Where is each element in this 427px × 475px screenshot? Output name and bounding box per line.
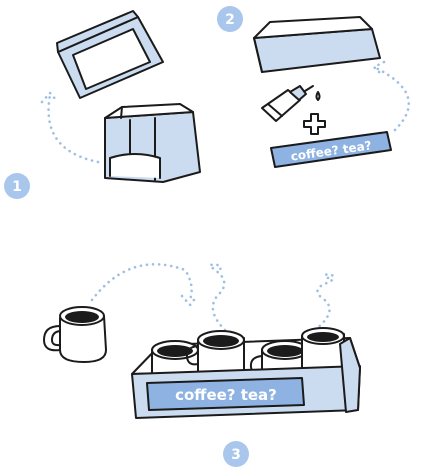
step-badge-1: 1 [4, 173, 30, 199]
step-badge-2: 2 [217, 6, 243, 32]
arrow-step-1 [42, 93, 98, 162]
tray-mug-4 [302, 328, 344, 370]
coffee-tray-box: coffee? tea? [132, 328, 360, 418]
small-label-card: coffee? tea? [271, 132, 391, 167]
plus-icon [304, 114, 325, 134]
steam-swirl-right [315, 274, 333, 330]
arrow-step-3 [92, 264, 197, 305]
svg-text:1: 1 [12, 179, 22, 195]
arrow-step-2 [374, 62, 409, 130]
tray-label: coffee? tea? [147, 378, 304, 410]
svg-text:2: 2 [225, 12, 235, 28]
coffee-mug-loose [44, 307, 106, 362]
cut-box-illustration [105, 104, 200, 182]
svg-text:coffee? tea?: coffee? tea? [175, 386, 277, 404]
shallow-tray-illustration [254, 17, 380, 72]
steam-swirl-left [210, 265, 225, 330]
box-lid-illustration [57, 11, 163, 98]
svg-text:3: 3 [231, 447, 241, 463]
step-badge-3: 3 [223, 441, 249, 467]
